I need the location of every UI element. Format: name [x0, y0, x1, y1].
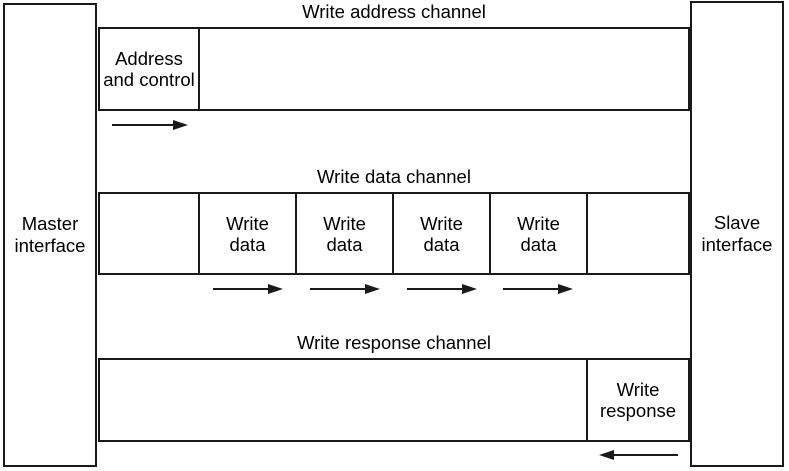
write-data-1-line2: data — [229, 233, 266, 255]
write-data-2-line1: Write — [323, 212, 366, 234]
master-interface-box: Master interface — [3, 3, 97, 467]
write-data-cell-3: Write data — [394, 194, 491, 273]
arrow-head — [173, 120, 188, 130]
arrow-shaft — [213, 288, 268, 290]
write-data-3-line1: Write — [420, 212, 463, 234]
write-data-arrow-right-icon-4 — [503, 284, 573, 294]
write-data-cell-4: Write data — [491, 194, 588, 273]
write-response-cell: Write response — [586, 360, 688, 440]
response-band-empty-space — [100, 360, 586, 440]
write-data-arrow-right-icon-1 — [213, 284, 283, 294]
arrow-shaft — [407, 288, 462, 290]
arrow-shaft — [614, 454, 678, 456]
write-response-channel-band: Write response — [98, 358, 690, 442]
write-response-channel-label: Write response channel — [296, 332, 491, 353]
address-and-control-line1: Address — [115, 48, 183, 69]
write-data-4-line2: data — [520, 233, 557, 255]
address-band-empty-space — [200, 29, 688, 109]
master-interface-label-line2: interface — [14, 235, 86, 256]
address-and-control-line2: and control — [103, 69, 195, 90]
response-channel-arrow-left-icon — [599, 450, 678, 460]
arrow-shaft — [112, 124, 173, 126]
write-data-cell-2: Write data — [297, 194, 394, 273]
arrow-shaft — [503, 288, 558, 290]
write-data-1-line1: Write — [226, 212, 269, 234]
write-data-arrow-right-icon-2 — [310, 284, 380, 294]
write-address-channel-band: Address and control — [98, 27, 690, 111]
address-channel-arrow-right-icon — [112, 120, 188, 130]
arrow-shaft — [310, 288, 365, 290]
arrow-head — [268, 284, 283, 294]
slave-interface-label-line2: interface — [701, 234, 773, 255]
write-data-channel-band: Write data Write data Write data Write d… — [98, 192, 690, 275]
data-band-empty-cell-right — [588, 194, 688, 273]
slave-interface-box: Slave interface — [690, 1, 784, 467]
write-address-channel-label: Write address channel — [302, 1, 486, 22]
write-data-arrow-right-icon-3 — [407, 284, 477, 294]
write-data-channel-label: Write data channel — [317, 166, 471, 187]
arrow-head — [558, 284, 573, 294]
arrow-head — [365, 284, 380, 294]
write-data-cell-1: Write data — [200, 194, 297, 273]
arrow-head — [599, 450, 614, 460]
address-and-control-cell: Address and control — [100, 29, 200, 109]
write-data-2-line2: data — [326, 233, 363, 255]
write-data-4-line1: Write — [517, 212, 560, 234]
data-band-empty-cell-left — [100, 194, 200, 273]
slave-interface-label-line1: Slave — [713, 212, 761, 233]
write-data-3-line2: data — [423, 233, 460, 255]
master-interface-label-line1: Master — [21, 213, 79, 234]
write-response-line1: Write — [616, 379, 660, 400]
arrow-head — [462, 284, 477, 294]
write-response-line2: response — [599, 400, 677, 421]
